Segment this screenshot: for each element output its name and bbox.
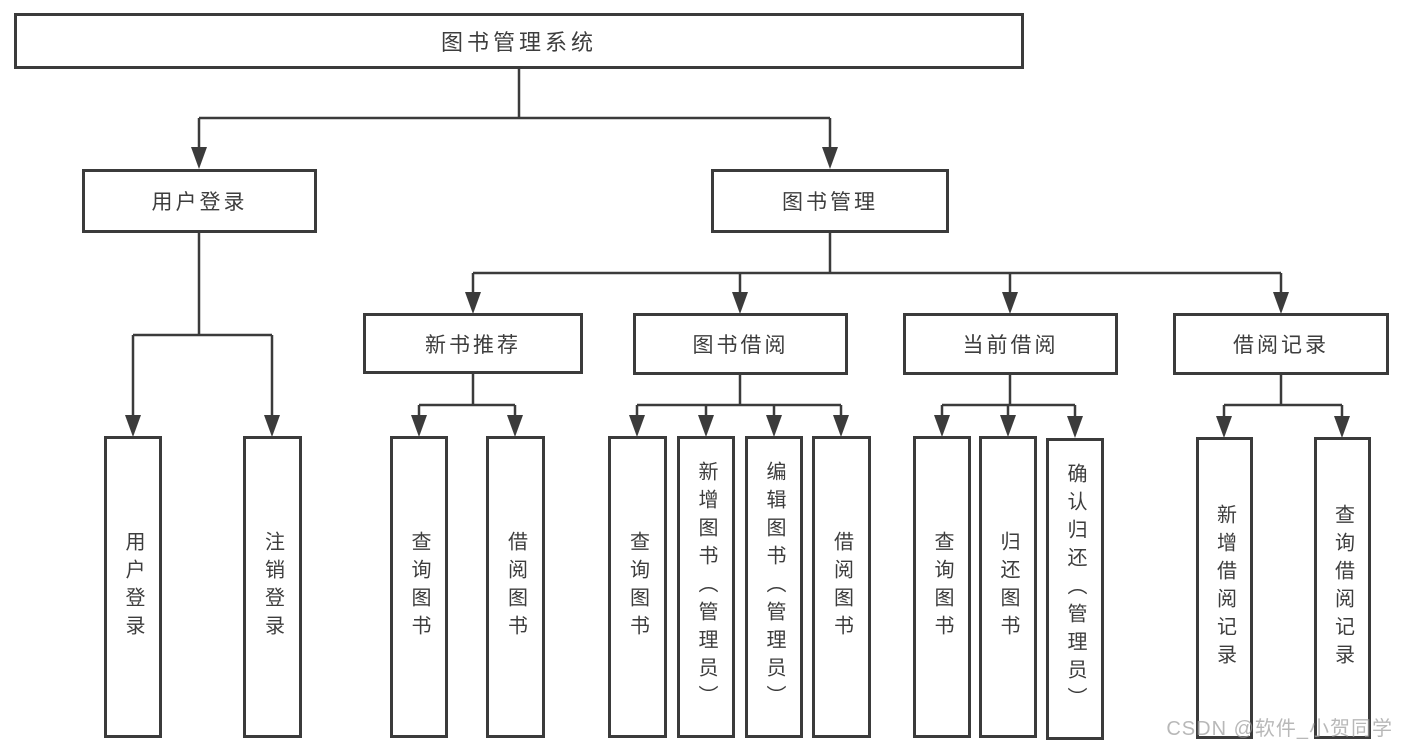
node-current-borrowing: 当前借阅 bbox=[903, 313, 1118, 375]
leaf-label: 确认归还（管理员） bbox=[1064, 463, 1086, 715]
leaf-edit-books-admin: 编辑图书（管理员） bbox=[745, 436, 803, 738]
leaf-add-borrow-record: 新增借阅记录 bbox=[1196, 437, 1253, 739]
node-label: 当前借阅 bbox=[962, 334, 1059, 357]
leaf-label: 查询图书 bbox=[931, 531, 953, 643]
leaf-borrow-books: 借阅图书 bbox=[486, 436, 545, 738]
leaf-label: 新增借阅记录 bbox=[1213, 504, 1236, 672]
leaf-label: 借阅图书 bbox=[830, 531, 853, 643]
leaf-label: 新增图书（管理员） bbox=[695, 461, 717, 713]
node-library-management-system: 图书管理系统 bbox=[14, 13, 1024, 69]
node-book-borrowing: 图书借阅 bbox=[633, 313, 848, 375]
leaf-label: 查询图书 bbox=[626, 531, 649, 643]
leaf-label: 查询借阅记录 bbox=[1331, 504, 1354, 672]
leaf-query-borrow-record: 查询借阅记录 bbox=[1314, 437, 1371, 739]
node-new-book-recommendation: 新书推荐 bbox=[363, 313, 583, 374]
leaf-user-login: 用户登录 bbox=[104, 436, 162, 738]
node-user-login: 用户登录 bbox=[82, 169, 317, 233]
connector-lines bbox=[131, 69, 1344, 420]
leaf-borrow-books: 借阅图书 bbox=[812, 436, 871, 738]
node-borrowing-records: 借阅记录 bbox=[1173, 313, 1389, 375]
node-book-management: 图书管理 bbox=[711, 169, 949, 233]
leaf-add-books-admin: 新增图书（管理员） bbox=[677, 436, 735, 738]
leaf-label: 借阅图书 bbox=[504, 531, 527, 643]
leaf-label: 注销登录 bbox=[261, 531, 284, 643]
leaf-query-books: 查询图书 bbox=[608, 436, 667, 738]
node-label: 新书推荐 bbox=[425, 333, 521, 357]
leaf-label: 编辑图书（管理员） bbox=[763, 461, 785, 713]
leaf-logout: 注销登录 bbox=[243, 436, 302, 738]
leaf-label: 查询图书 bbox=[408, 531, 430, 643]
leaf-query-books: 查询图书 bbox=[913, 436, 971, 738]
leaf-query-books: 查询图书 bbox=[390, 436, 448, 738]
leaf-label: 用户登录 bbox=[122, 531, 144, 643]
node-label: 图书管理 bbox=[782, 191, 878, 214]
leaf-confirm-return-admin: 确认归还（管理员） bbox=[1046, 438, 1104, 740]
leaf-return-books: 归还图书 bbox=[979, 436, 1037, 738]
leaf-label: 归还图书 bbox=[997, 531, 1019, 643]
node-label: 图书管理系统 bbox=[440, 30, 597, 55]
node-label: 借阅记录 bbox=[1233, 334, 1329, 357]
watermark: CSDN @软件_小贺同学 bbox=[1166, 718, 1393, 740]
arrow-down-icons bbox=[125, 147, 1350, 438]
node-label: 用户登录 bbox=[151, 191, 248, 214]
node-label: 图书借阅 bbox=[692, 334, 789, 357]
